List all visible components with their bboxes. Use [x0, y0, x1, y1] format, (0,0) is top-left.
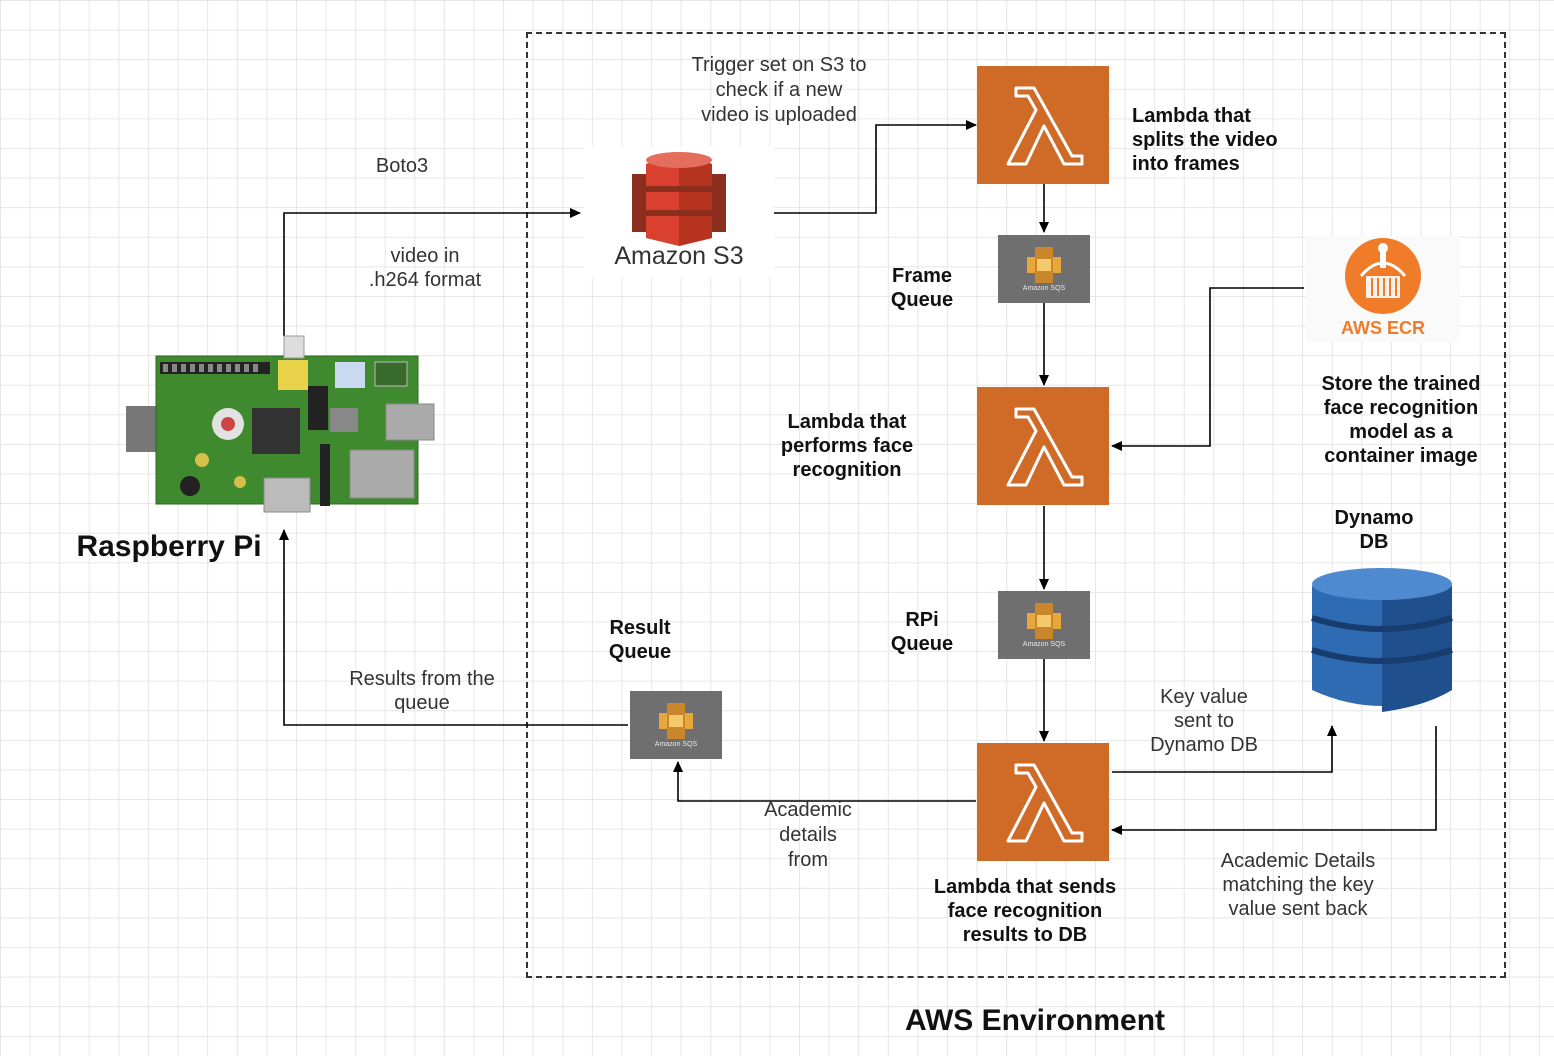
lambda-face-recognition-description: Lambda that performs face recognition	[780, 411, 914, 481]
aws-ecr-description: Store the trained face recognition model…	[1321, 373, 1481, 467]
amazon-s3-label: Amazon S3	[614, 242, 744, 270]
edge-label-key-value-sent: Key value sent to Dynamo DB	[1150, 686, 1258, 756]
frame-queue-sqs-caption: Amazon SQS	[1022, 284, 1066, 292]
edge-label-boto3: Boto3	[375, 155, 429, 177]
lambda-face-recognition-icon	[977, 387, 1109, 505]
edge-label-results-from-queue: Results from the queue	[349, 668, 495, 714]
lambda-split-video-icon	[977, 66, 1109, 184]
edge-result-queue-to-rpi	[279, 529, 628, 726]
frame-queue-label: Frame Queue	[890, 265, 954, 311]
aws-environment-label: AWS Environment	[904, 1004, 1166, 1037]
rpi-queue-sqs-caption: Amazon SQS	[1022, 640, 1066, 648]
dynamo-db-label: Dynamo DB	[1334, 507, 1414, 553]
edge-lambda3-to-result-queue	[673, 761, 976, 802]
result-queue-sqs-icon: Amazon SQS	[630, 691, 722, 759]
edge-label-academic-details-from: Academic details from	[764, 799, 852, 871]
amazon-s3-icon: Amazon S3	[584, 146, 774, 278]
raspberry-pi-label: Raspberry Pi	[76, 530, 262, 563]
lambda-send-results-description: Lambda that sends face recognition resul…	[933, 876, 1117, 946]
edge-rpi-to-s3	[283, 208, 581, 336]
edge-dynamo-to-lambda3	[1111, 726, 1437, 835]
raspberry-pi-board-icon	[120, 334, 438, 518]
aws-environment-boundary	[526, 32, 1506, 978]
lambda-split-video-description: Lambda that splits the video into frames	[1132, 105, 1278, 175]
aws-ecr-label: AWS ECR	[1340, 318, 1425, 338]
result-queue-sqs-caption: Amazon SQS	[654, 740, 698, 748]
dynamo-db-icon	[1308, 562, 1456, 714]
rpi-queue-label: RPi Queue	[890, 609, 954, 655]
edge-label-video-format: video in .h264 format	[368, 245, 482, 291]
rpi-queue-sqs-icon: Amazon SQS	[998, 591, 1090, 659]
edge-s3-to-lambda1	[772, 120, 977, 214]
lambda-send-results-icon	[977, 743, 1109, 861]
result-queue-label: Result Queue	[608, 617, 672, 663]
aws-ecr-icon: AWS ECR	[1306, 236, 1460, 342]
edge-label-s3-trigger: Trigger set on S3 to check if a new vide…	[691, 54, 867, 126]
edge-lambda3-to-dynamo	[1112, 725, 1337, 773]
edge-ecr-to-lambda2	[1111, 287, 1304, 451]
frame-queue-sqs-icon: Amazon SQS	[998, 235, 1090, 303]
edge-label-academic-details-back: Academic Details matching the key value …	[1220, 850, 1376, 920]
